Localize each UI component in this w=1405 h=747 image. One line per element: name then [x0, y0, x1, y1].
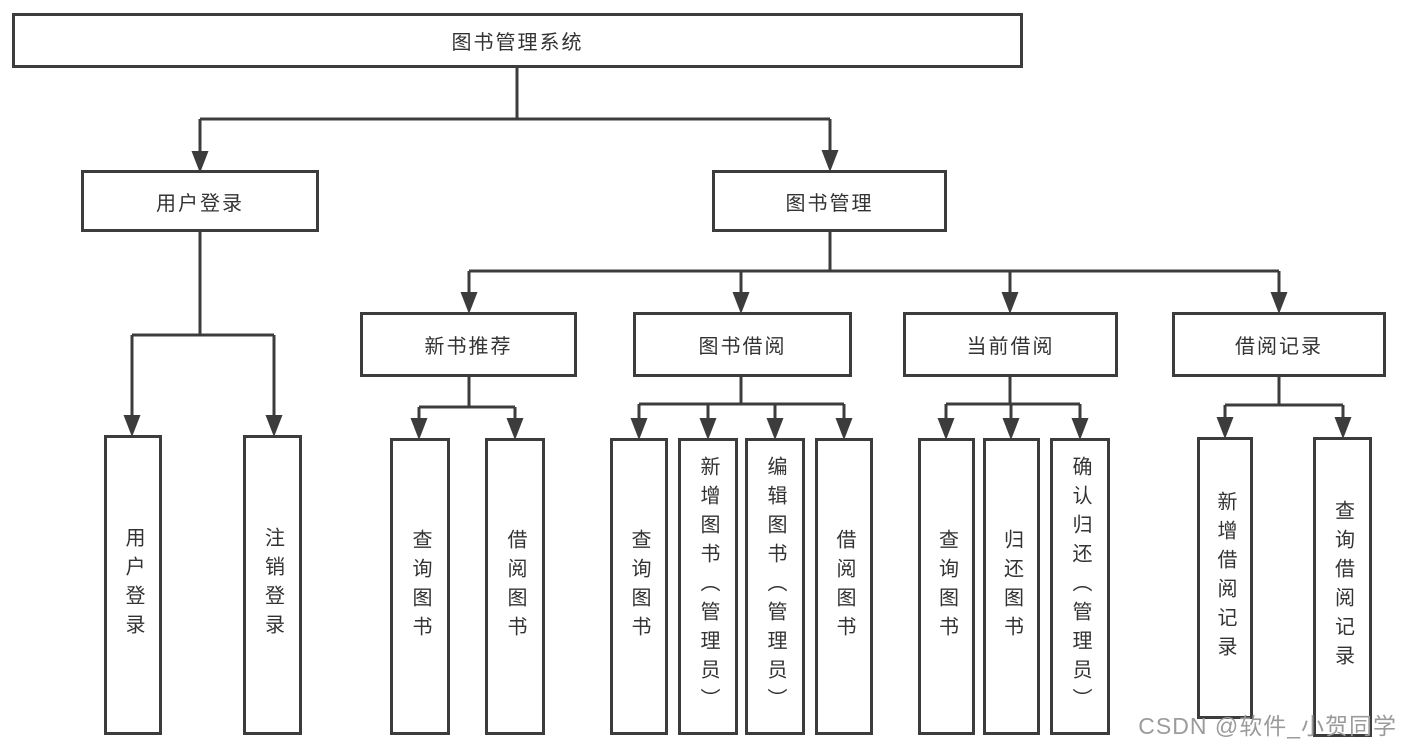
connector-recommend-to-leaves	[417, 377, 517, 420]
node-borrow-records-label: 借阅记录	[1235, 336, 1323, 358]
leaf-recommend-query-books-label: 查询图书	[409, 528, 431, 645]
leaf-logout: 注销登录	[243, 435, 302, 735]
node-borrow-records: 借阅记录	[1172, 312, 1386, 377]
node-user-login: 用户登录	[81, 170, 319, 232]
node-book-borrow-label: 图书借阅	[698, 336, 787, 358]
leaf-recommend-query-books: 查询图书	[390, 438, 450, 735]
leaf-borrow-borrow-books: 借阅图书	[815, 438, 873, 735]
leaf-borrow-edit-books-admin-label: 编辑图书（管理员）	[764, 456, 786, 717]
connector-current-to-leaves	[944, 377, 1082, 420]
node-current-borrow-label: 当前借阅	[966, 336, 1055, 358]
leaf-records-query-record: 查询借阅记录	[1313, 437, 1372, 737]
leaf-recommend-borrow-books: 借阅图书	[485, 438, 545, 735]
leaf-records-query-record-label: 查询借阅记录	[1331, 500, 1354, 674]
node-book-borrow: 图书借阅	[633, 312, 852, 377]
leaf-borrow-query-books: 查询图书	[610, 438, 668, 735]
leaf-current-return-books: 归还图书	[983, 438, 1040, 735]
node-book-management-label: 图书管理	[785, 192, 874, 215]
leaf-current-query-books: 查询图书	[918, 438, 975, 735]
connector-borrow-to-leaves	[637, 377, 846, 420]
node-root-label: 图书管理系统	[451, 32, 584, 54]
leaf-borrow-add-books-admin: 新增图书（管理员）	[678, 438, 738, 735]
leaf-borrow-borrow-books-label: 借阅图书	[833, 528, 855, 645]
node-book-management: 图书管理	[712, 170, 947, 232]
connector-root-to-level2	[198, 68, 832, 153]
leaf-recommend-borrow-books-label: 借阅图书	[504, 528, 526, 645]
node-new-book-recommend: 新书推荐	[360, 312, 577, 377]
csdn-watermark: CSDN @软件_小贺同学	[1138, 713, 1397, 739]
connector-login-to-leaves	[130, 232, 276, 417]
connector-mgmt-to-level3	[467, 232, 1281, 294]
leaf-current-return-books-label: 归还图书	[1000, 528, 1023, 645]
node-root: 图书管理系统	[12, 13, 1023, 68]
leaf-user-login-label: 用户登录	[122, 527, 144, 643]
node-new-book-recommend-label: 新书推荐	[424, 336, 513, 358]
leaf-borrow-edit-books-admin: 编辑图书（管理员）	[745, 438, 805, 735]
leaf-user-login: 用户登录	[104, 435, 162, 735]
leaf-current-confirm-return-admin-label: 确认归还（管理员）	[1069, 456, 1091, 717]
leaf-current-confirm-return-admin: 确认归还（管理员）	[1050, 438, 1110, 735]
connector-records-to-leaves	[1223, 377, 1345, 419]
node-current-borrow: 当前借阅	[903, 312, 1118, 377]
node-user-login-label: 用户登录	[156, 192, 244, 215]
leaf-borrow-add-books-admin-label: 新增图书（管理员）	[697, 456, 719, 717]
leaf-records-add-record: 新增借阅记录	[1197, 437, 1253, 719]
leaf-current-query-books-label: 查询图书	[935, 528, 958, 645]
leaf-borrow-query-books-label: 查询图书	[628, 528, 650, 645]
leaf-records-add-record-label: 新增借阅记录	[1214, 491, 1236, 665]
leaf-logout-label: 注销登录	[261, 527, 284, 643]
